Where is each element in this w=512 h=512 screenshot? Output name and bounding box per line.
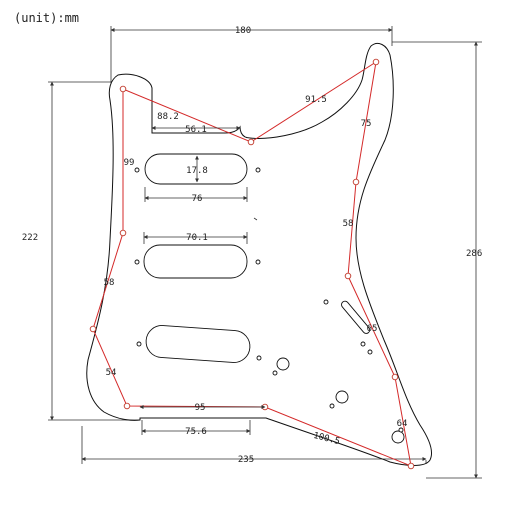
dim-left-height: 222 bbox=[22, 81, 140, 421]
dim-58-left-label: 58 bbox=[104, 278, 115, 288]
tick-mark bbox=[253, 217, 258, 221]
dim-right-height: 286 bbox=[392, 41, 482, 479]
small-hole bbox=[134, 167, 140, 173]
screw-hole bbox=[344, 272, 352, 280]
knob-hole-tone1 bbox=[335, 390, 349, 404]
small-hole bbox=[256, 355, 262, 361]
small-hole bbox=[367, 349, 373, 355]
small-hole bbox=[255, 167, 261, 173]
dim-58-right-label: 58 bbox=[343, 219, 354, 229]
dim-91-5-label: 91.5 bbox=[305, 95, 327, 105]
small-hole bbox=[329, 403, 335, 409]
small-hole bbox=[398, 427, 404, 433]
small-hole bbox=[360, 341, 366, 347]
dim-right-height-label: 286 bbox=[466, 249, 482, 259]
screw-hole bbox=[372, 58, 380, 66]
dim-17-8-label: 17.8 bbox=[186, 166, 208, 176]
pickup-cutout-middle bbox=[143, 244, 248, 279]
dim-70-1: 70.1 bbox=[143, 232, 248, 244]
dim-75-label: 75 bbox=[361, 119, 372, 129]
screw-hole bbox=[123, 402, 131, 410]
screw-hole bbox=[119, 85, 127, 93]
small-hole bbox=[134, 259, 140, 265]
pickguard-outline bbox=[86, 42, 433, 466]
dim-65-label: 65 bbox=[367, 324, 378, 334]
screw-hole bbox=[119, 229, 127, 237]
knob-hole-volume bbox=[276, 357, 290, 371]
dim-bottom-width: 235 bbox=[81, 426, 427, 465]
dim-99-label: 99 bbox=[124, 158, 135, 168]
dim-64-label: 64 bbox=[397, 419, 408, 429]
dim-top-width-label: 180 bbox=[235, 26, 251, 36]
dim-56-1: 56.1 bbox=[151, 125, 241, 135]
dim-95: 95 bbox=[139, 403, 266, 413]
dim-70-1-label: 70.1 bbox=[186, 233, 208, 243]
dim-54-label: 54 bbox=[106, 368, 117, 378]
small-hole bbox=[255, 259, 261, 265]
screw-line-path bbox=[92, 60, 412, 467]
small-hole bbox=[272, 370, 278, 376]
dim-left-height-label: 222 bbox=[22, 233, 38, 243]
dim-95-label: 95 bbox=[195, 403, 206, 413]
pickup-cutout-bridge bbox=[145, 325, 251, 363]
dim-76: 76 bbox=[144, 187, 248, 204]
knob-hole-tone2 bbox=[391, 430, 405, 444]
screw-holes bbox=[89, 58, 415, 470]
dim-100-5-label: 100.5 bbox=[312, 431, 341, 447]
screw-hole bbox=[89, 325, 97, 333]
dim-76-label: 76 bbox=[192, 194, 203, 204]
switch-slot bbox=[341, 300, 371, 334]
dim-bottom-width-label: 235 bbox=[238, 455, 254, 465]
screw-hole bbox=[391, 373, 399, 381]
dim-75-6-label: 75.6 bbox=[185, 427, 207, 437]
dim-56-1-label: 56.1 bbox=[185, 125, 207, 135]
dim-top-width: 180 bbox=[110, 26, 393, 84]
small-hole bbox=[136, 341, 142, 347]
screw-hole bbox=[352, 178, 360, 186]
dim-17-8: 17.8 bbox=[186, 155, 208, 183]
screw-hole bbox=[407, 462, 415, 470]
dim-88-2-label: 88.2 bbox=[157, 112, 179, 122]
dim-75-6: 75.6 bbox=[141, 420, 251, 437]
unit-label: (unit):mm bbox=[14, 11, 79, 25]
small-hole bbox=[323, 299, 329, 305]
screw-hole bbox=[247, 138, 255, 146]
